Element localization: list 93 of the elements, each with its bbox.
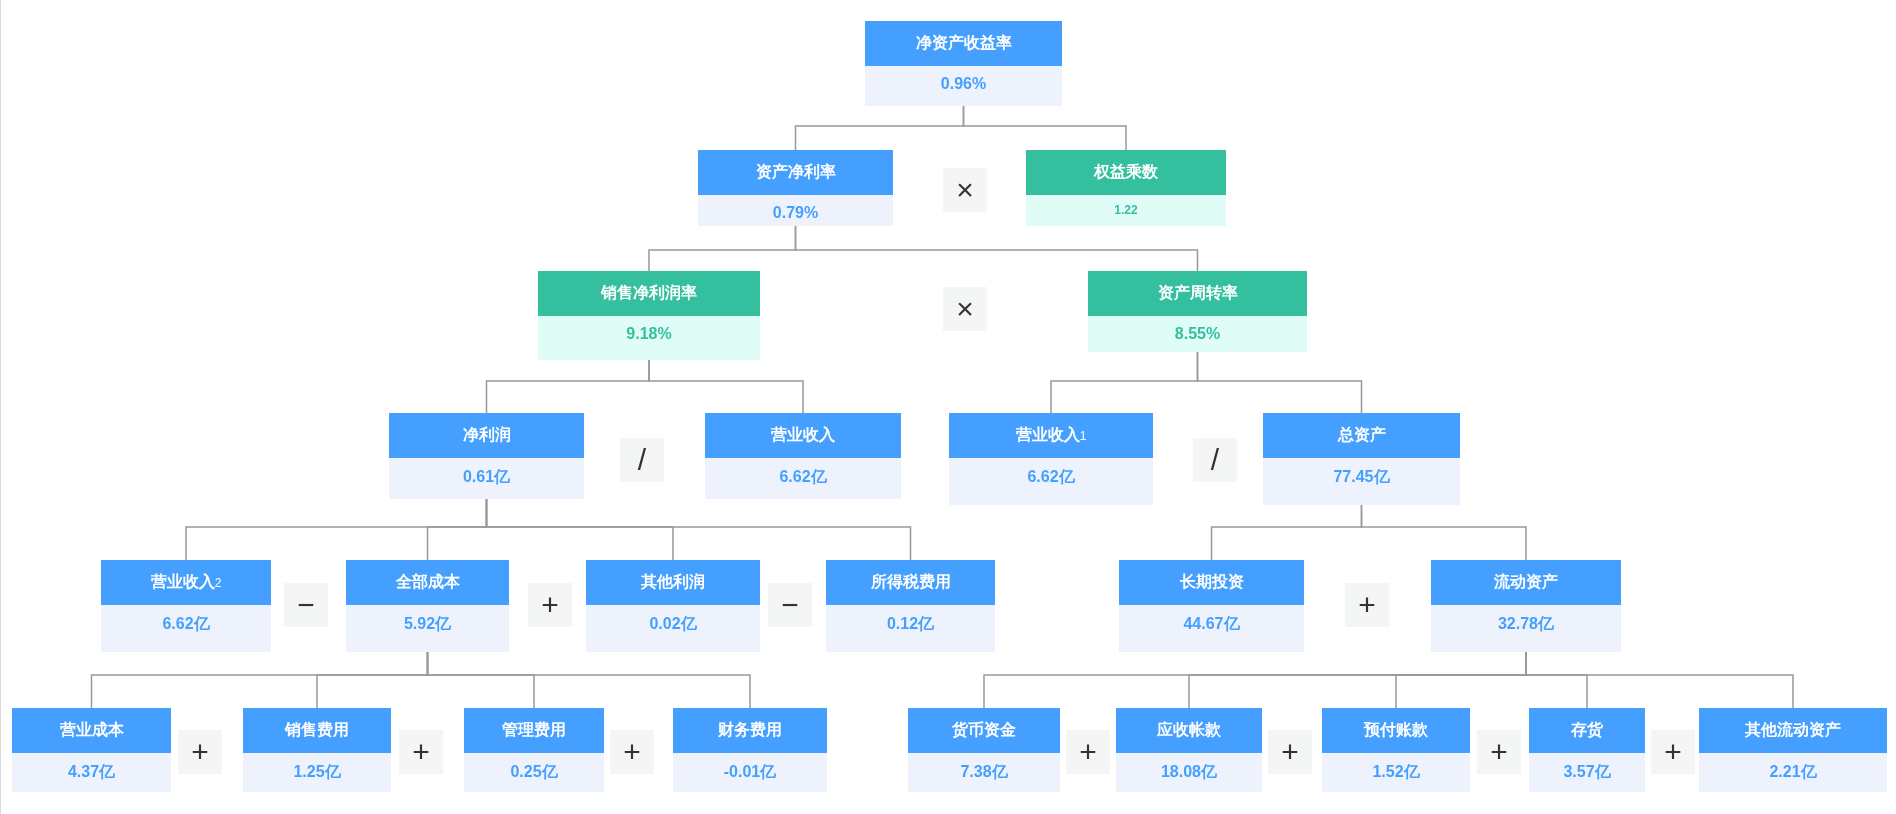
card-title: 预付账款 (1322, 708, 1470, 753)
connector-line (1196, 351, 1363, 414)
metric-card (12, 708, 171, 792)
metric-value: 7.38亿 (960, 762, 1008, 782)
connector-line (794, 225, 1199, 272)
operator-symbol: + (399, 730, 443, 774)
operator-symbol: + (1268, 730, 1312, 774)
card-title: 资产净利率 (698, 150, 893, 195)
card-title: 财务费用 (673, 708, 827, 753)
metric-value: 6.62亿 (779, 467, 827, 487)
operator-symbol: + (528, 583, 572, 627)
operator-symbol: + (178, 730, 222, 774)
metric-card (698, 150, 893, 226)
card-title: 其他利润 (586, 560, 760, 605)
card-title: 长期投资 (1119, 560, 1304, 605)
metric-card (1026, 150, 1226, 226)
card-title: 营业收入 (705, 413, 901, 458)
metric-card (949, 413, 1153, 505)
metric-card (101, 560, 271, 652)
card-title: 权益乘数 (1026, 150, 1226, 195)
metric-card (673, 708, 827, 792)
metric-card (1699, 708, 1887, 792)
metric-card (908, 708, 1060, 792)
metric-card (389, 413, 584, 499)
metric-card (1431, 560, 1621, 652)
metric-value: 4.37亿 (67, 762, 116, 782)
connector-line (1525, 651, 1794, 709)
metric-value: 6.62亿 (1027, 467, 1075, 487)
metric-value: 9.18% (626, 325, 672, 343)
metric-card (1119, 560, 1304, 652)
metric-value: 77.45亿 (1333, 467, 1390, 487)
card-title: 销售净利润率 (538, 271, 760, 316)
card-title: 管理费用 (464, 708, 604, 753)
card-title: 总资产 (1263, 413, 1460, 458)
connector-line (485, 498, 912, 561)
metric-card (1263, 413, 1460, 505)
card-title: 存货 (1529, 708, 1645, 753)
metric-card (346, 560, 509, 652)
metric-card (1529, 708, 1645, 792)
metric-value: 0.25亿 (510, 762, 558, 782)
metric-value: 0.79% (772, 204, 819, 222)
operator-symbol: + (1651, 730, 1695, 774)
metric-card (243, 708, 391, 792)
connector-line (962, 105, 1127, 151)
metric-value: -0.01亿 (723, 762, 777, 782)
metric-value: 44.67亿 (1183, 614, 1240, 634)
metric-value: 18.08亿 (1160, 762, 1217, 782)
operator-symbol: × (943, 287, 987, 331)
metric-value: 1.52亿 (1372, 762, 1420, 782)
card-title: 营业成本 (12, 708, 171, 753)
connector-line (648, 359, 804, 414)
metric-value: 5.92亿 (403, 614, 452, 634)
connector-line (426, 651, 751, 709)
operator-symbol: + (1477, 730, 1521, 774)
metric-card (538, 271, 760, 360)
metric-card (1088, 271, 1307, 352)
connector-line (1360, 504, 1527, 561)
operator-symbol: / (1193, 438, 1237, 482)
metric-value: 1.22 (1114, 203, 1138, 217)
card-title: 净资产收益率 (865, 21, 1062, 66)
metric-card (1322, 708, 1470, 792)
card-title: 流动资产 (1431, 560, 1621, 605)
metric-card (1116, 708, 1262, 792)
metric-value: 32.78亿 (1497, 614, 1554, 634)
operator-symbol: + (1066, 730, 1110, 774)
card-title: 其他流动资产 (1699, 708, 1887, 753)
operator-symbol: × (943, 168, 987, 212)
metric-value: 0.12亿 (886, 614, 935, 634)
metric-value: 1.25亿 (293, 762, 341, 782)
operator-symbol: / (620, 438, 664, 482)
card-title: 应收帐款 (1116, 708, 1262, 753)
metric-value: 3.57亿 (1563, 762, 1611, 782)
metric-card (464, 708, 604, 792)
card-title: 全部成本 (346, 560, 509, 605)
metric-value: 0.61亿 (462, 467, 511, 487)
metric-value: 2.21亿 (1769, 762, 1817, 782)
metric-card (826, 560, 995, 652)
card-title: 所得税费用 (826, 560, 995, 605)
metric-card (705, 413, 901, 499)
metric-value: 0.96% (940, 75, 987, 93)
metric-value: 0.02亿 (649, 614, 697, 634)
operator-symbol: − (284, 583, 328, 627)
operator-symbol: + (1345, 583, 1389, 627)
card-title: 资产周转率 (1088, 271, 1307, 316)
operator-symbol: − (768, 583, 812, 627)
metric-card (586, 560, 760, 652)
card-title: 销售费用 (243, 708, 391, 753)
metric-value: 8.55% (1174, 325, 1221, 343)
metric-card (865, 21, 1062, 106)
metric-value: 6.62亿 (162, 614, 210, 634)
card-title: 货币资金 (908, 708, 1060, 753)
card-title: 净利润 (389, 413, 584, 458)
operator-symbol: + (610, 730, 654, 774)
